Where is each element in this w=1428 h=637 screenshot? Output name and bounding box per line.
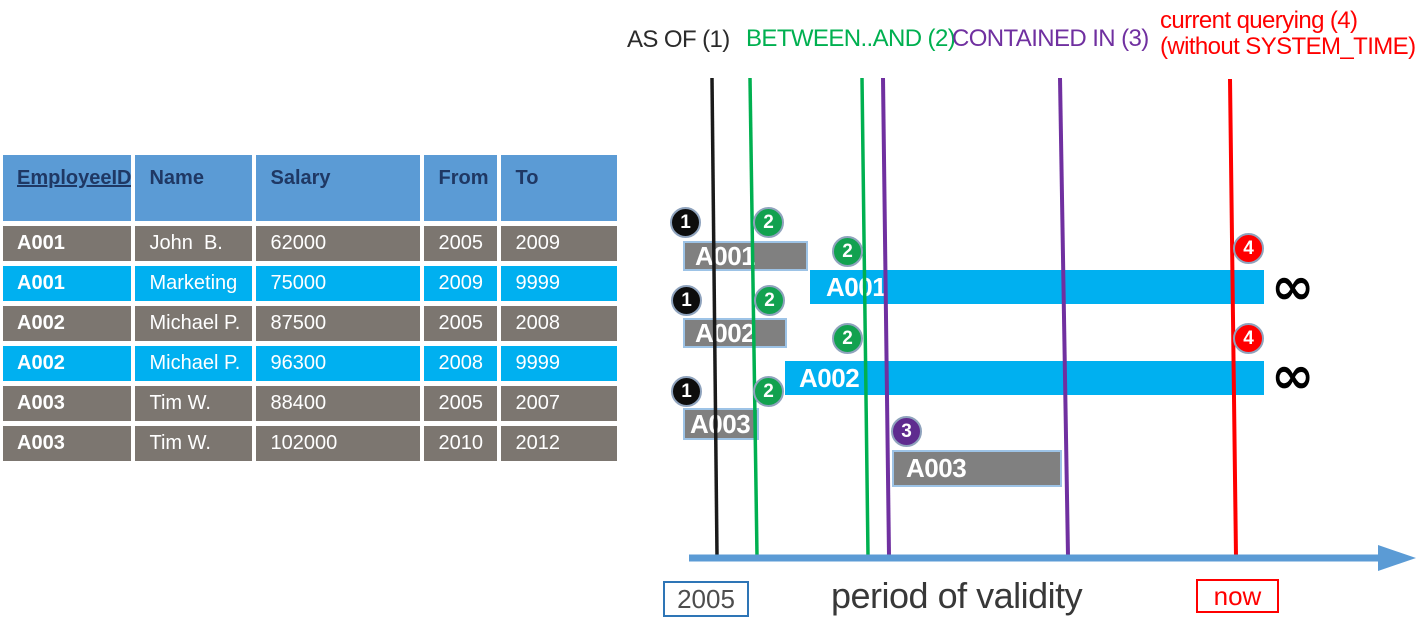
legend-as-of: AS OF (1) [627,26,730,53]
cell-salary: 62000 [256,226,421,261]
badge-between: 2 [832,236,863,267]
time-axis-arrowhead [1378,545,1416,571]
validity-bar-a003-history2: A003 [892,450,1062,487]
cell-salary: 102000 [256,426,421,461]
cell-from: 2009 [424,266,498,301]
contained-start-line [881,77,891,557]
column-header-employeeid: EmployeeID [3,155,132,221]
cell-to: 9999 [501,266,618,301]
bar-label: A002 [695,317,756,348]
column-header-salary: Salary [256,155,421,221]
cell-employeeid: A002 [3,306,132,341]
badge-between: 2 [754,285,785,316]
cell-employeeid: A003 [3,386,132,421]
table-row: A002 Michael P. 87500 2005 2008 [3,306,618,341]
badge-current: 4 [1233,233,1264,264]
cell-from: 2010 [424,426,498,461]
badge-as-of: 1 [671,285,702,316]
cell-employeeid: A001 [3,266,132,301]
table-header-row: EmployeeID Name Salary From To [3,155,618,221]
column-header-name: Name [135,155,253,221]
cell-from: 2008 [424,346,498,381]
badge-as-of: 1 [671,376,702,407]
bar-label: A001 [695,240,756,271]
badge-as-of: 1 [670,207,701,238]
legend-current-querying: current querying (4) (without SYSTEM_TIM… [1160,7,1416,60]
cell-from: 2005 [424,306,498,341]
cell-from: 2005 [424,386,498,421]
now-line [1228,78,1238,558]
bar-label: A001 [826,271,887,302]
table-row: A003 Tim W. 88400 2005 2007 [3,386,618,421]
legend-current-line2: (without SYSTEM_TIME) [1160,33,1416,60]
badge-between: 2 [832,323,863,354]
between-end-line [860,77,870,557]
validity-bar-a002-current: A002 [785,361,1264,395]
validity-bar-a002-history: A002 [683,318,787,348]
cell-salary: 96300 [256,346,421,381]
cell-to: 2008 [501,306,618,341]
axis-now-box: now [1196,579,1279,613]
bar-label: A003 [906,453,967,483]
infinity-icon: ∞ [1271,346,1315,406]
cell-salary: 87500 [256,306,421,341]
cell-name: Marketing [135,266,253,301]
column-header-to: To [501,155,618,221]
cell-to: 9999 [501,346,618,381]
badge-between: 2 [753,207,784,238]
cell-to: 2009 [501,226,618,261]
axis-start-year-box: 2005 [663,581,749,617]
table-row: A001 John B. 62000 2005 2009 [3,226,618,261]
employee-history-table: EmployeeID Name Salary From To A001 John… [0,150,621,466]
validity-bar-a001-history: A001 [683,241,808,271]
cell-employeeid: A001 [3,226,132,261]
cell-salary: 88400 [256,386,421,421]
cell-employeeid: A002 [3,346,132,381]
cell-name: Tim W. [135,426,253,461]
cell-name: Michael P. [135,306,253,341]
cell-to: 2007 [501,386,618,421]
bar-label: A002 [799,362,860,393]
table-row: A002 Michael P. 96300 2008 9999 [3,346,618,381]
badge-current: 4 [1233,323,1264,354]
validity-bar-a001-current: A001 [810,270,1264,304]
cell-salary: 75000 [256,266,421,301]
legend-contained-in: CONTAINED IN (3) [952,25,1149,52]
cell-name: Tim W. [135,386,253,421]
badge-between: 2 [753,376,784,407]
bar-label: A003 [690,408,751,439]
legend-current-line1: current querying (4) [1160,7,1358,34]
cell-to: 2012 [501,426,618,461]
validity-bar-a003-history1: A003 [683,408,759,440]
cell-name: Michael P. [135,346,253,381]
cell-from: 2005 [424,226,498,261]
table-row: A003 Tim W. 102000 2010 2012 [3,426,618,461]
infinity-icon: ∞ [1271,257,1315,317]
column-header-from: From [424,155,498,221]
axis-title: period of validity [831,575,1083,616]
cell-name: John B. [135,226,253,261]
legend-between-and: BETWEEN..AND (2) [746,25,956,52]
table-row: A001 Marketing 75000 2009 9999 [3,266,618,301]
badge-contained-in: 3 [891,416,922,447]
cell-employeeid: A003 [3,426,132,461]
